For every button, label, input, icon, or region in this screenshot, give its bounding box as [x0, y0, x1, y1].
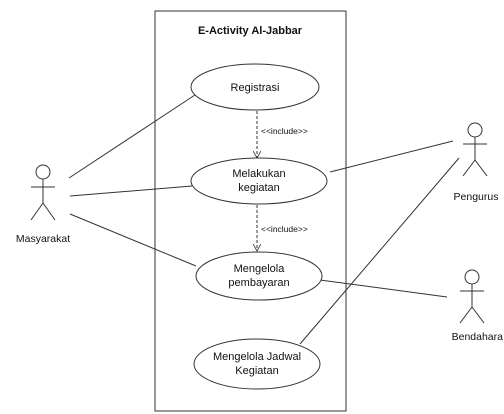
- use-case-mengelola-jadwal-label-2: Kegiatan: [235, 365, 278, 377]
- use-case-registrasi-label: Registrasi: [231, 82, 280, 94]
- actor-pengurus[interactable]: [462, 122, 488, 177]
- actor-bendahara-label: Bendahara: [452, 331, 504, 343]
- association-masyarakat-melakukan-kegiatan: [69, 185, 193, 197]
- use-case-mengelola-jadwal-label-1: Mengelola Jadwal: [213, 351, 301, 363]
- actor-pengurus-label: Pengurus: [454, 191, 499, 203]
- association-pengurus-melakukan-kegiatan: [329, 140, 454, 173]
- actor-bendahara[interactable]: [459, 269, 485, 324]
- association-bendahara-mengelola-pembayaran: [319, 279, 448, 298]
- association-pengurus-mengelola-jadwal: [299, 157, 460, 345]
- association-masyarakat-registrasi: [68, 92, 199, 179]
- system-title: E-Activity Al-Jabbar: [198, 25, 303, 37]
- use-case-mengelola-pembayaran-label-2: pembayaran: [228, 277, 289, 289]
- use-case-registrasi[interactable]: Registrasi: [190, 63, 320, 111]
- use-case-melakukan-kegiatan[interactable]: Melakukan kegiatan: [190, 157, 328, 205]
- association-masyarakat-mengelola-pembayaran: [69, 213, 197, 267]
- use-case-melakukan-kegiatan-label-2: kegiatan: [238, 182, 280, 194]
- use-case-melakukan-kegiatan-label-1: Melakukan: [232, 168, 285, 180]
- actor-masyarakat-label: Masyarakat: [16, 233, 70, 245]
- actor-masyarakat[interactable]: [30, 164, 56, 221]
- use-case-mengelola-pembayaran-label-1: Mengelola: [234, 263, 286, 275]
- use-case-mengelola-pembayaran[interactable]: Mengelola pembayaran: [195, 251, 323, 301]
- include-label-2: <<include>>: [261, 224, 308, 234]
- use-case-mengelola-jadwal-kegiatan[interactable]: Mengelola Jadwal Kegiatan: [193, 338, 321, 390]
- include-label-1: <<include>>: [261, 126, 308, 136]
